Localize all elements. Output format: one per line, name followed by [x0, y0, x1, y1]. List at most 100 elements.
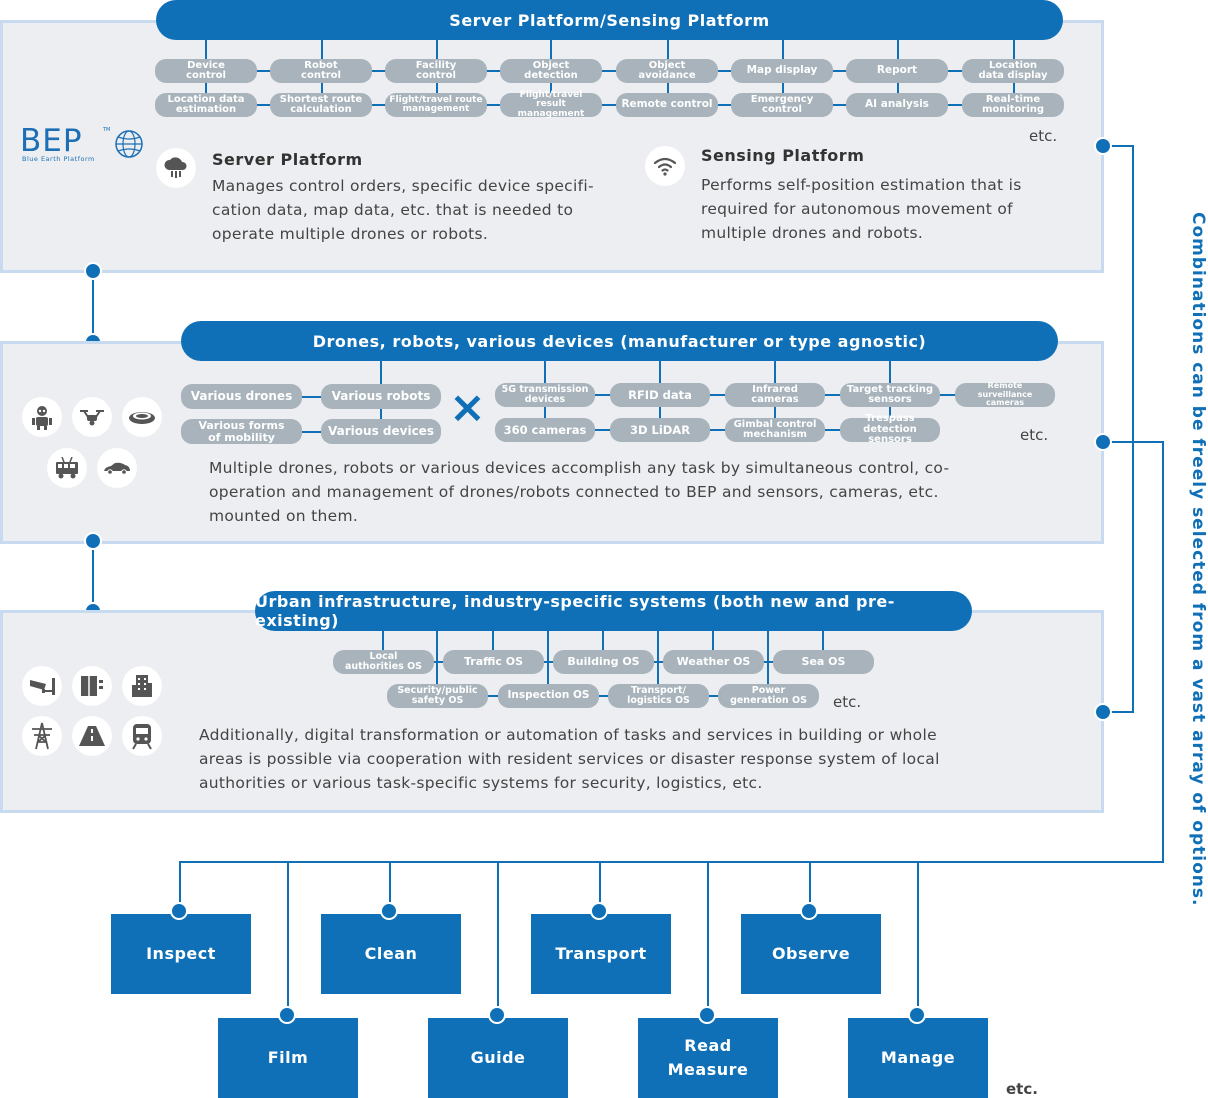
- device-pill: Infrared cameras: [725, 383, 825, 407]
- server-pill: Robot control: [270, 59, 372, 83]
- device-pill: Trespass detection sensors: [840, 414, 940, 445]
- devices-panel: [0, 341, 1104, 544]
- bep-logo-subtitle: Blue Earth Platform: [22, 155, 95, 163]
- connector-dot: [170, 902, 188, 920]
- server-pill: Facility control: [385, 59, 487, 83]
- sensing-heading: Sensing Platform: [701, 146, 865, 165]
- security-camera-icon: [30, 678, 55, 695]
- server-pill: Shortest route calculation: [270, 93, 372, 117]
- device-pill: 360 cameras: [495, 418, 595, 442]
- task-clean: Clean: [321, 914, 461, 994]
- elevator-icon: [81, 676, 103, 696]
- road-icon: [79, 726, 105, 746]
- pill-connector: [657, 630, 659, 704]
- server-pill: Real-time monitoring: [962, 93, 1064, 117]
- task-read-measure: Read Measure: [638, 1018, 778, 1098]
- car-icon: [104, 462, 130, 475]
- wifi-icon: [653, 157, 677, 176]
- bracket-line: [1132, 145, 1134, 713]
- connector-dot: [380, 902, 398, 920]
- device-pill: 3D LiDAR: [610, 418, 710, 442]
- pill-connector: [436, 630, 438, 704]
- infra-pill: Weather OS: [663, 650, 764, 674]
- server-pill: Object avoidance: [616, 59, 718, 83]
- task-connector: [287, 861, 289, 1016]
- device-pill: 5G transmission devices: [495, 383, 595, 407]
- infra-pill: Local authorities OS: [333, 650, 434, 674]
- server-pill: Emergency control: [731, 93, 833, 117]
- server-pill: AI analysis: [846, 93, 948, 117]
- bracket-line: [1104, 711, 1134, 713]
- robot-vacuum-icon: [129, 412, 155, 424]
- connector-dot: [908, 1006, 926, 1024]
- infra-pill: Sea OS: [773, 650, 874, 674]
- connector-dot: [800, 902, 818, 920]
- train-icon: [132, 724, 152, 750]
- server-pill: Object detection: [500, 59, 602, 83]
- server-pill: Device control: [155, 59, 257, 83]
- device-pill: Gimbal control mechanism: [725, 418, 825, 442]
- connector-dot: [1094, 703, 1112, 721]
- server-banner: Server Platform/Sensing Platform: [156, 0, 1063, 40]
- building-icon: [132, 675, 152, 697]
- security-camera-icon-circle: [22, 666, 62, 706]
- task-guide: Guide: [428, 1018, 568, 1098]
- sensing-desc: Performs self-position estimation that i…: [701, 176, 1022, 242]
- task-connector: [707, 861, 709, 1016]
- panel-connector: [92, 270, 94, 343]
- infra-pill: Inspection OS: [498, 684, 599, 708]
- cloud-icon: [164, 157, 187, 178]
- task-connector: [599, 861, 601, 911]
- car-icon-circle: [97, 448, 137, 488]
- robot-icon: [32, 406, 52, 430]
- task-connector: [497, 861, 499, 1016]
- cloud-icon-circle: [156, 148, 196, 188]
- pill-connector: [206, 104, 1014, 106]
- bep-logo: BEP TM Blue Earth Platform: [20, 123, 146, 167]
- server-pill: Flight/travel result management: [500, 90, 602, 118]
- task-transport: Transport: [531, 914, 671, 994]
- device-pill: RFID data: [610, 383, 710, 407]
- server-pill: Flight/travel route management: [385, 93, 487, 117]
- drone-icon: [80, 410, 104, 426]
- server-pill: Map display: [731, 59, 833, 83]
- pill-connector: [206, 70, 1014, 72]
- server-etc: etc.: [1029, 127, 1058, 145]
- server-heading: Server Platform: [212, 150, 363, 169]
- connector-dot: [278, 1006, 296, 1024]
- building-icon-circle: [122, 666, 162, 706]
- bus-icon: [56, 457, 78, 479]
- connector-dot: [1094, 433, 1112, 451]
- pill-connector: [545, 429, 890, 431]
- infra-pill: Traffic OS: [443, 650, 544, 674]
- connector-dot: [84, 532, 102, 550]
- power-tower-icon: [32, 722, 52, 750]
- robot-vacuum-icon-circle: [122, 397, 162, 437]
- server-desc: Manages control orders, specific device …: [212, 177, 594, 243]
- task-manage: Manage: [848, 1018, 988, 1098]
- globe-icon: [115, 130, 143, 158]
- power-tower-icon-circle: [22, 716, 62, 756]
- infra-pill: Power generation OS: [718, 684, 819, 708]
- task-connector: [179, 861, 181, 911]
- task-inspect: Inspect: [111, 914, 251, 994]
- connector-dot: [698, 1006, 716, 1024]
- connector-dot: [488, 1006, 506, 1024]
- pill-connector: [767, 630, 769, 704]
- devices-desc: Multiple drones, robots or various devic…: [209, 459, 950, 525]
- device-pill: Various devices: [321, 419, 441, 444]
- train-icon-circle: [122, 716, 162, 756]
- connector-dot: [590, 902, 608, 920]
- connector-dot: [1094, 137, 1112, 155]
- side-caption: Combinations can be freely selected from…: [1188, 212, 1208, 907]
- road-icon-circle: [72, 716, 112, 756]
- task-connector: [809, 861, 811, 911]
- device-pill: Various forms of mobility: [181, 419, 302, 444]
- infra-pill: Security/public safety OS: [387, 684, 488, 708]
- infra-pill: Building OS: [553, 650, 654, 674]
- bracket-line: [1104, 441, 1164, 443]
- bracket-line: [180, 861, 1164, 863]
- bus-icon-circle: [47, 448, 87, 488]
- bracket-line: [1162, 441, 1164, 863]
- bep-logo-tm: TM: [103, 127, 111, 133]
